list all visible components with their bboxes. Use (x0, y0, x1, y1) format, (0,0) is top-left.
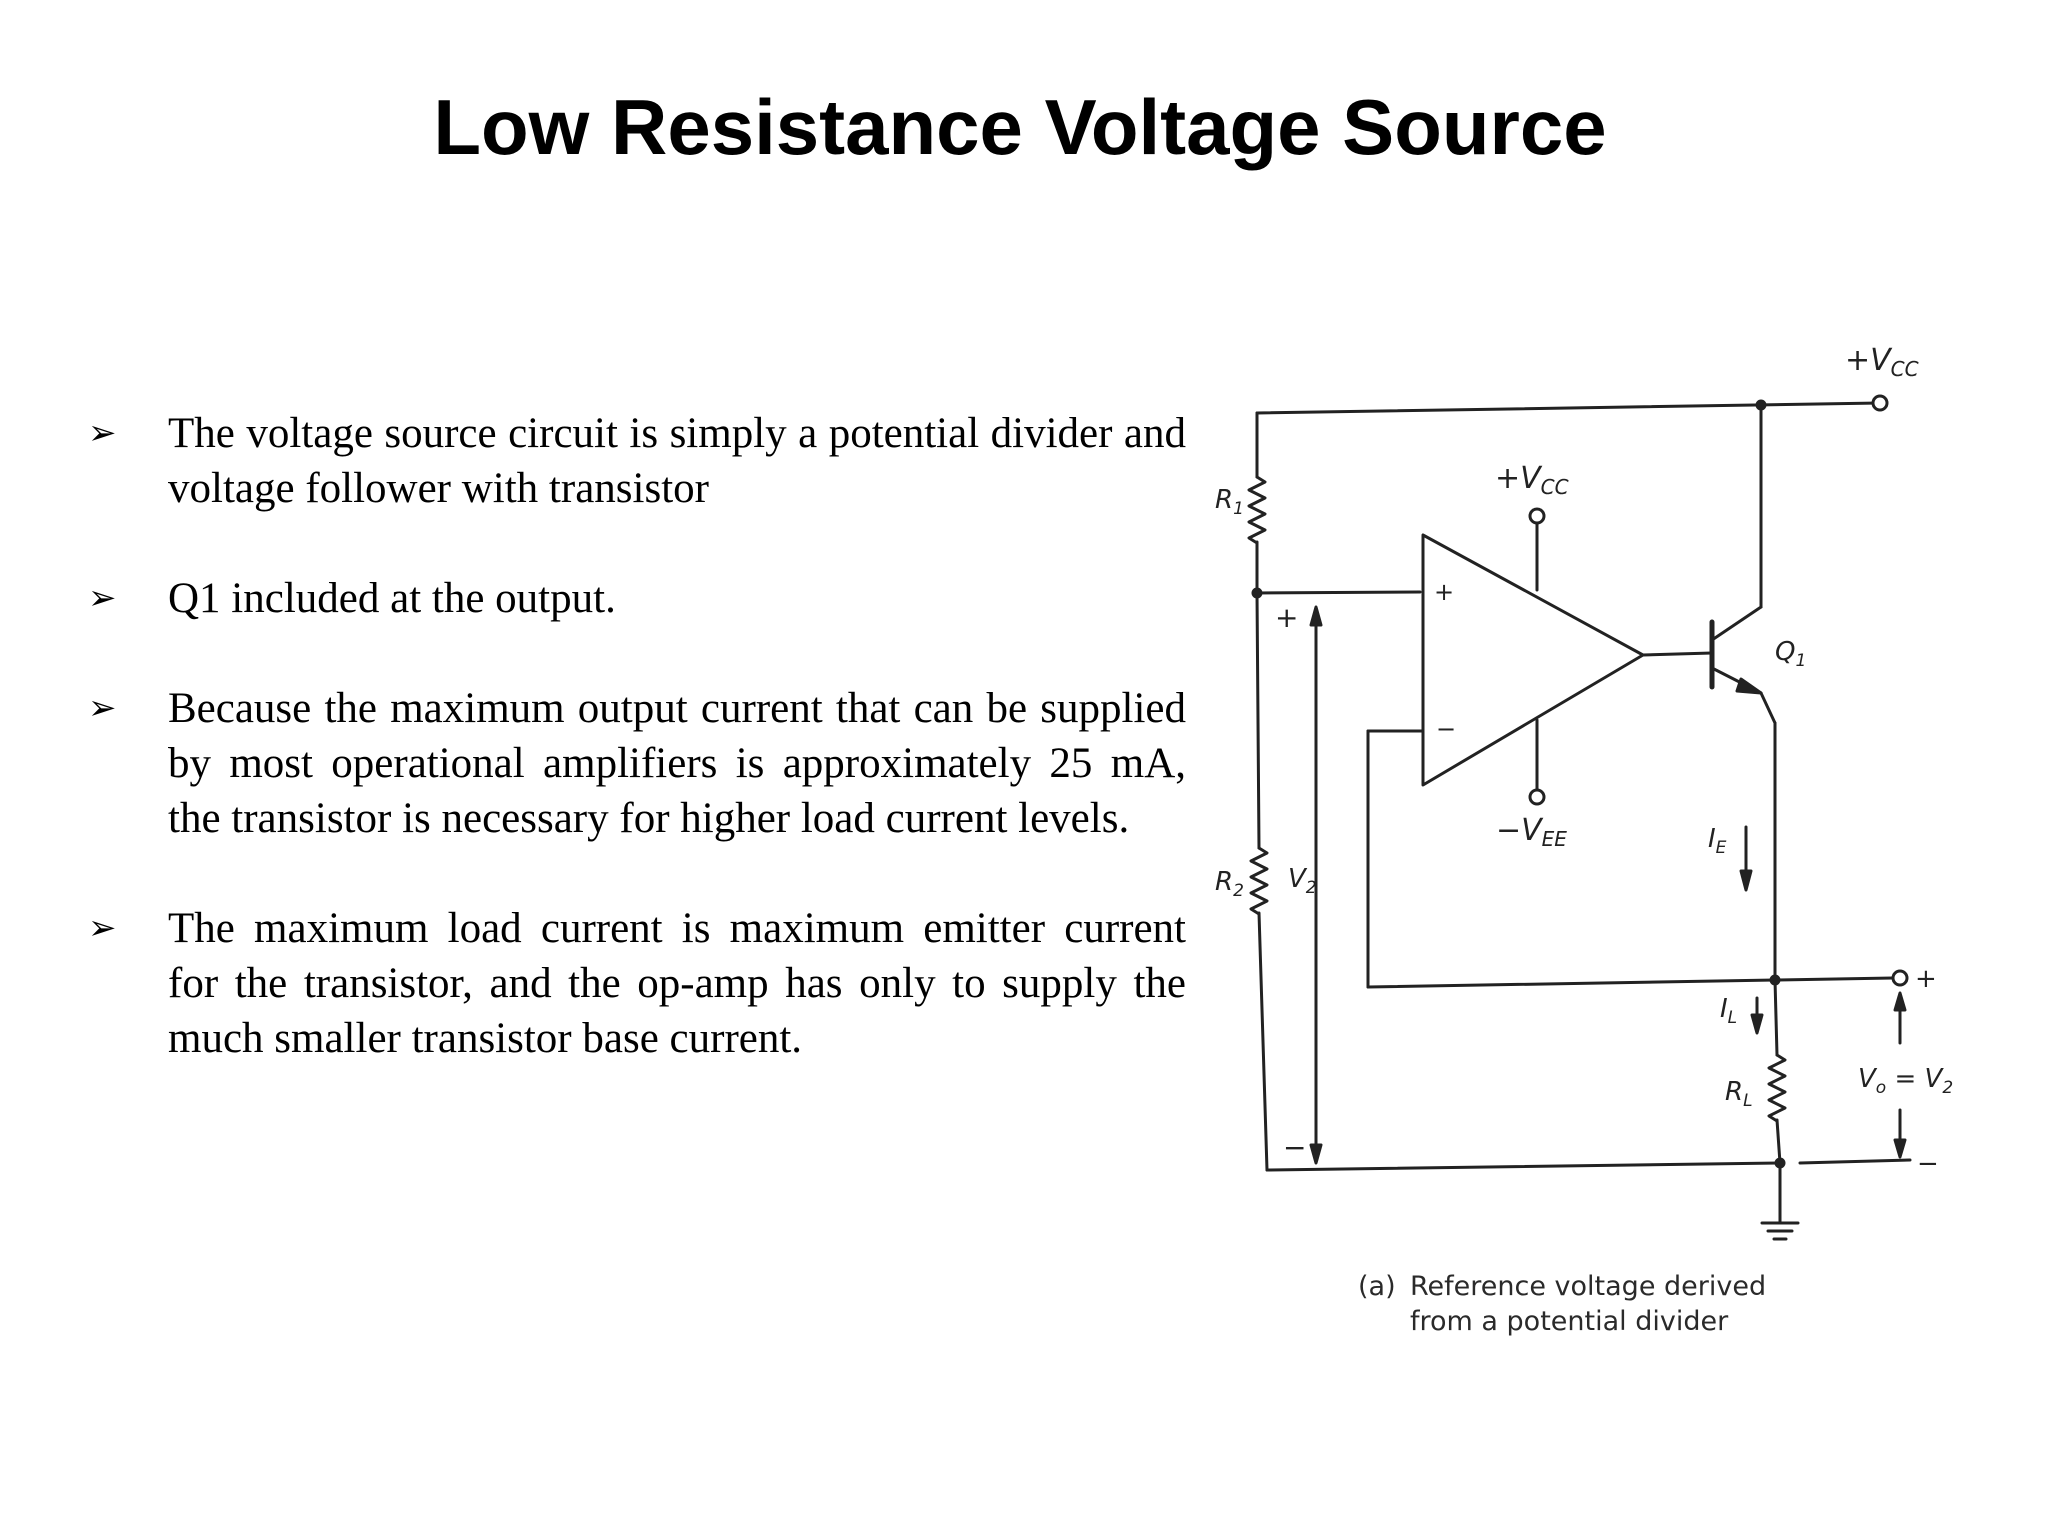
caption-line-1: Reference voltage derived (1410, 1271, 1766, 1302)
v2-arrow-head-down (1309, 1143, 1323, 1165)
output-minus-sign: − (1917, 1149, 1939, 1179)
v2-arrow-head-up (1309, 605, 1323, 627)
vcc-top-label: +VCC (1845, 343, 1919, 381)
rl-resistor (1767, 1053, 1787, 1123)
bullet-list: ➢ The voltage source circuit is simply a… (88, 406, 1186, 1121)
bullet-item: ➢ Because the maximum output current tha… (88, 681, 1186, 846)
caption-tag: (a) (1358, 1271, 1396, 1302)
rl-label: RL (1725, 1077, 1753, 1111)
output-ground-ref-line (1798, 1158, 1912, 1165)
v2-minus-sign: − (1283, 1131, 1306, 1164)
bullet-arrow-icon: ➢ (88, 578, 117, 618)
vo-arrow-head-down (1893, 1138, 1907, 1159)
vee-label: −VEE (1496, 813, 1567, 851)
bottom-rail-wire (1265, 1161, 1782, 1172)
r2-top-lead (1255, 591, 1261, 850)
vo-equals-v2-label: Vo = V2 (1858, 1064, 1953, 1098)
v2-plus-sign: + (1275, 601, 1298, 634)
noninv-input-wire (1255, 590, 1422, 595)
bullet-text: The voltage source circuit is simply a p… (168, 410, 1186, 512)
opamp-output-wire (1641, 651, 1714, 657)
bullet-arrow-icon: ➢ (88, 413, 117, 453)
output-plus-sign: + (1915, 964, 1937, 994)
opamp-triangle (1421, 533, 1645, 787)
r1-resistor (1247, 475, 1267, 545)
diagram-caption: (a) Reference voltage derived from a pot… (1358, 1271, 1766, 1337)
vcc-opamp-label: +VCC (1495, 461, 1569, 499)
bullet-arrow-icon: ➢ (88, 908, 117, 948)
inv-input-sign: − (1436, 715, 1456, 743)
bullet-arrow-icon: ➢ (88, 688, 117, 728)
vo-arrow-head-up (1893, 991, 1907, 1012)
r1-label: R1 (1215, 485, 1244, 519)
q1-label: Q1 (1775, 637, 1806, 671)
feedback-wire (1366, 978, 1777, 989)
top-rail-wire (1255, 401, 1882, 415)
il-label: IL (1720, 994, 1737, 1028)
emitter-arrow (1735, 677, 1763, 695)
bullet-item: ➢ Q1 included at the output. (88, 571, 1186, 626)
r2-label: R2 (1215, 867, 1244, 901)
vcc-terminal (1871, 394, 1889, 412)
ie-label: IE (1708, 824, 1727, 858)
rl-bottom-lead (1775, 1118, 1782, 1165)
bullet-item: ➢ The voltage source circuit is simply a… (88, 406, 1186, 516)
bullet-text: The maximum load current is maximum emit… (168, 905, 1186, 1062)
ie-arrow-head (1739, 869, 1753, 892)
rl-top-lead (1773, 978, 1779, 1057)
il-arrow-head (1750, 1013, 1764, 1035)
r2-resistor (1249, 846, 1269, 916)
r2-bottom-lead (1257, 911, 1269, 1172)
bullet-text: Q1 included at the output. (168, 575, 616, 622)
slide-title: Low Resistance Voltage Source (433, 83, 1607, 171)
output-wire (1773, 976, 1895, 982)
output-terminal (1891, 969, 1909, 987)
emitter-wire (1759, 691, 1777, 725)
transistor-collector (1710, 605, 1763, 642)
bullet-text: Because the maximum output current that … (168, 685, 1186, 842)
opamp-vee-terminal (1528, 788, 1546, 806)
v2-label: V2 (1288, 864, 1317, 898)
noninv-input-sign: + (1434, 578, 1454, 606)
bullet-item: ➢ The maximum load current is maximum em… (88, 901, 1186, 1066)
opamp-vcc-terminal (1528, 507, 1546, 525)
caption-line-2: from a potential divider (1410, 1306, 1729, 1337)
circuit-diagram: +VCC +VCC −VEE R1 R2 RL V2 Q1 IE IL Vo =… (1215, 343, 1953, 1337)
